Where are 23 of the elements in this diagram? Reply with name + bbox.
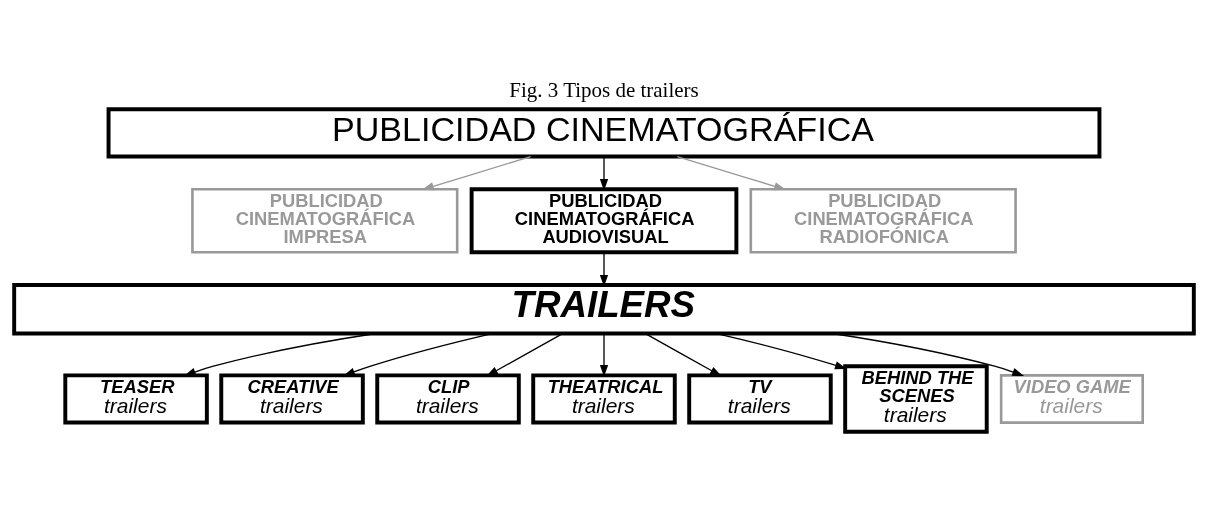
- node-box: PUBLICIDAD CINEMATOGRÁFICA AUDIOVISUAL: [469, 187, 739, 255]
- arrow: [644, 333, 722, 377]
- arrow: [486, 333, 564, 377]
- arrow: [715, 332, 847, 370]
- node-box: VIDEO GAME trailers: [999, 374, 1144, 424]
- node-box: TRAILERS: [12, 283, 1196, 336]
- node-box: PUBLICIDAD CINEMATOGRÁFICA: [106, 107, 1102, 159]
- node-box: BEHIND THE SCENES trailers: [843, 364, 989, 434]
- arrow: [183, 332, 377, 377]
- arrow: [676, 155, 786, 191]
- arrow: [422, 155, 532, 191]
- node-box: CLIP trailers: [375, 373, 521, 425]
- node-box: CREATIVE trailers: [219, 373, 365, 425]
- arrow: [831, 332, 1025, 377]
- node-box: TEASER trailers: [63, 373, 209, 425]
- arrow: [599, 333, 609, 377]
- arrow: [599, 155, 609, 191]
- node-box: PUBLICIDAD CINEMATOGRÁFICA RADIOFÓNICA: [749, 187, 1017, 254]
- arrow: [343, 332, 494, 376]
- node-box: THEATRICAL trailers: [531, 373, 677, 425]
- node-box: PUBLICIDAD CINEMATOGRÁFICA IMPRESA: [191, 187, 459, 254]
- diagram-title: Fig. 3 Tipos de trailers: [509, 78, 699, 103]
- node-box: TV trailers: [687, 373, 833, 425]
